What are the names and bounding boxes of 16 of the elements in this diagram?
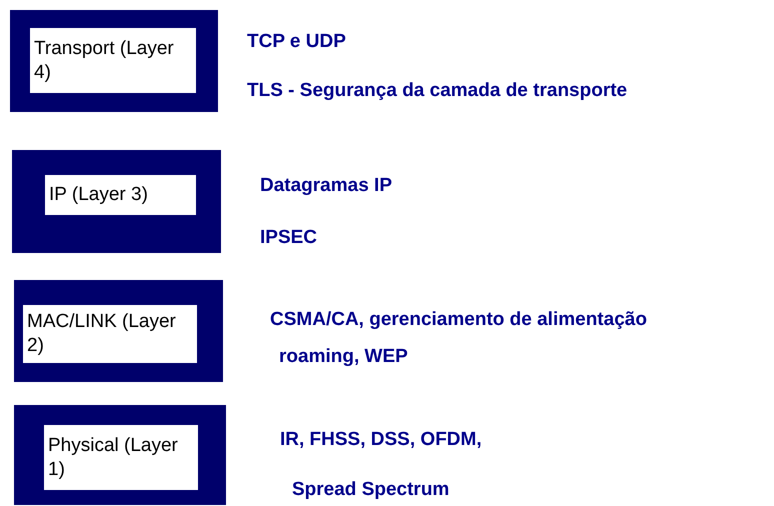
protocol-text: CSMA/CA, gerenciamento de alimentação (270, 308, 647, 332)
layer-name: Transport (Layer 4) (30, 28, 196, 93)
layer-box (14, 280, 223, 382)
layer-name: Physical (Layer 1) (44, 425, 198, 490)
layer-box (10, 10, 218, 112)
protocol-text: roaming, WEP (279, 345, 408, 369)
layer-box (14, 405, 226, 505)
protocol-text: TCP e UDP (247, 30, 346, 54)
protocol-text: Spread Spectrum (292, 478, 450, 502)
protocol-text: Datagramas IP (260, 174, 392, 198)
protocol-text: IR, FHSS, DSS, OFDM, (280, 428, 482, 452)
layer-box (12, 150, 221, 253)
layer-name: IP (Layer 3) (45, 175, 196, 215)
protocol-text: IPSEC (260, 226, 318, 250)
protocol-text: TLS - Segurança da camada de transporte (247, 79, 628, 103)
layer-name: MAC/LINK (Layer 2) (23, 305, 197, 363)
